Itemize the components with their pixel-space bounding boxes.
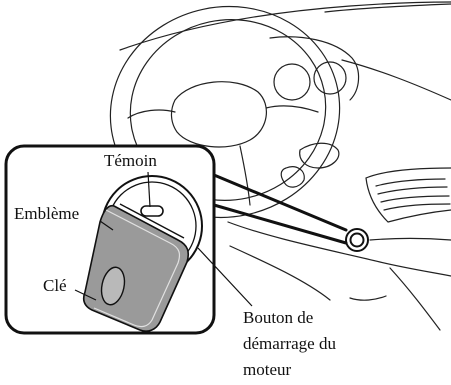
start-button-on-dash	[346, 229, 368, 251]
lower-dash-line-1	[228, 222, 451, 276]
vent-slat-4	[384, 204, 450, 210]
lower-dash-line-4	[350, 296, 386, 300]
vent-housing	[366, 168, 451, 222]
gauge-left	[274, 64, 310, 100]
steering-hub	[171, 82, 266, 147]
label-indicator: Témoin	[104, 151, 157, 170]
windshield-line	[325, 4, 451, 12]
label-start-button-line-1: Bouton de	[243, 308, 313, 327]
label-key: Clé	[43, 276, 67, 295]
label-emblem: Emblème	[14, 204, 79, 223]
dash-right-panel	[370, 239, 451, 241]
label-start-button-line-3: moteur	[243, 360, 291, 379]
instrument-hood	[270, 37, 359, 100]
steering-spoke-right	[266, 106, 318, 112]
vent-slat-1	[376, 179, 445, 186]
label-start-button-line-2: démarrage du	[243, 334, 336, 353]
lower-dash-line-3	[390, 268, 440, 330]
lower-dash-line-2	[230, 246, 330, 300]
indicator-light	[141, 206, 163, 216]
vent-slat-2	[378, 187, 447, 194]
steering-spoke-left	[128, 110, 175, 118]
column-stalk	[300, 143, 339, 168]
vent-slat-3	[381, 196, 449, 202]
dashboard-top-line	[120, 2, 451, 50]
column-stalk-2	[281, 167, 304, 187]
